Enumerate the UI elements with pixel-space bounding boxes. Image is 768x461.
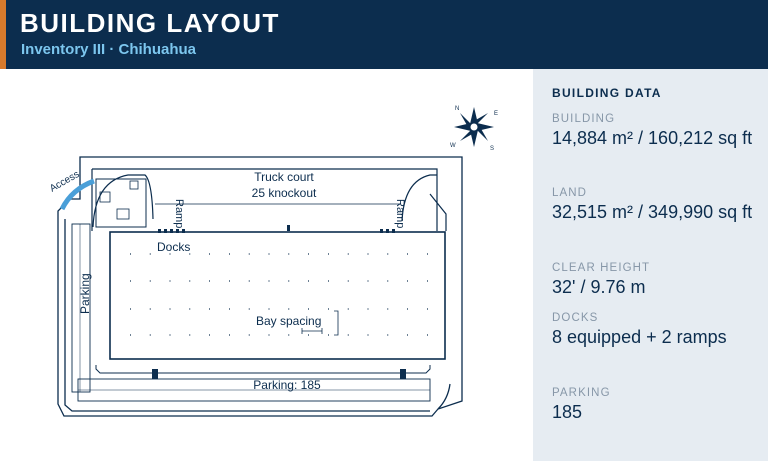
compass-w-label: W — [450, 143, 456, 149]
header-bar: BUILDING LAYOUT Inventory III · Chihuahu… — [0, 0, 768, 69]
docks-data-value: 8 equipped + 2 ramps — [552, 327, 727, 347]
parking-item: PARKING 185 — [552, 387, 762, 423]
building-data-panel: BUILDING DATA BUILDING 14,884 m² / 160,2… — [533, 69, 768, 461]
compass-n-label: N — [455, 106, 459, 112]
clear-height-value: 32' / 9.76 m — [552, 277, 646, 297]
dock-doors — [152, 225, 406, 379]
page-subtitle: Inventory III · Chihuahua — [21, 41, 197, 58]
parking-bottom — [77, 365, 431, 402]
warehouse-footprint — [109, 231, 446, 360]
office-block — [95, 178, 147, 228]
truck-court-label: Truck court — [254, 170, 314, 184]
site-boundary — [57, 156, 463, 417]
site-plan-diagram: N S E W Access Truck court 25 knockout R… — [0, 69, 533, 461]
building-area-label: BUILDING — [552, 113, 616, 125]
docks-item: DOCKS 8 equipped + 2 ramps — [552, 312, 762, 348]
building-area-value: 14,884 m² / 160,212 sq ft — [552, 128, 753, 148]
access-arrow — [59, 178, 95, 211]
truck-court — [91, 168, 447, 231]
ramp-right-label: Ramp — [394, 199, 406, 228]
clear-height-label: CLEAR HEIGHT — [552, 262, 651, 274]
header-accent-stripe — [0, 0, 6, 69]
compass-rose: N S E W — [450, 106, 498, 152]
docks-data-label: DOCKS — [552, 312, 599, 324]
compass-e-label: E — [494, 111, 498, 117]
parking-data-value: 185 — [552, 402, 583, 422]
building-data-heading: BUILDING DATA — [552, 86, 662, 100]
building-area-item: BUILDING 14,884 m² / 160,212 sq ft — [552, 113, 762, 149]
clear-height-item: CLEAR HEIGHT 32' / 9.76 m — [552, 262, 762, 298]
parking-left — [71, 223, 91, 393]
bay-spacing-marker — [301, 310, 339, 336]
docks-label: Docks — [157, 240, 190, 254]
site-plan-svg: N S E W Access Truck court 25 knockout R… — [48, 106, 498, 417]
compass-s-label: S — [490, 146, 494, 152]
parking-data-label: PARKING — [552, 387, 611, 399]
bay-spacing-label: Bay spacing — [256, 314, 321, 328]
land-area-label: LAND — [552, 187, 588, 199]
page-title: BUILDING LAYOUT — [20, 8, 280, 38]
ramp-left-label: Ramp — [173, 199, 185, 228]
parking-side-label: Parking — [78, 273, 92, 314]
knockout-label: 25 knockout — [252, 186, 317, 200]
land-area-item: LAND 32,515 m² / 349,990 sq ft — [552, 187, 762, 223]
parking-count-label: Parking: 185 — [253, 378, 321, 392]
land-area-value: 32,515 m² / 349,990 sq ft — [552, 202, 753, 222]
